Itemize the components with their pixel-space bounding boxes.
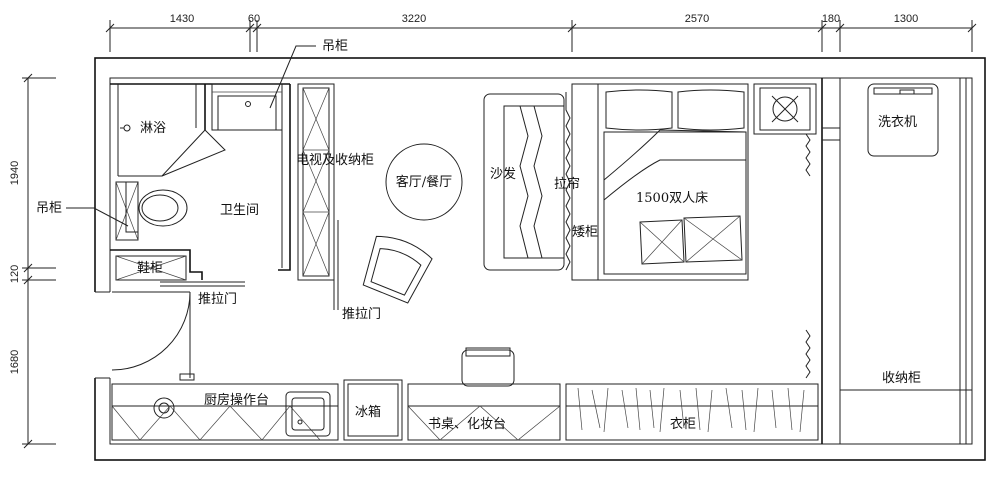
label-curtain: 拉帘 — [554, 176, 580, 192]
dim-top-1: 1430 — [170, 13, 194, 25]
dim-left-1: 1940 — [9, 161, 21, 185]
label-sliding-door-bath: 推拉门 — [198, 292, 237, 307]
label-wall-cabinet-left: 吊柜 — [36, 201, 62, 216]
dim-top-2: 60 — [248, 13, 260, 25]
dim-top-6: 1300 — [894, 13, 918, 25]
bedside-cabinet — [753, 83, 817, 135]
label-low-cabinet: 矮柜 — [572, 225, 598, 240]
label-sliding-door-living: 推拉门 — [342, 307, 381, 322]
label-washing-machine: 洗衣机 — [878, 114, 917, 130]
bathroom — [110, 83, 291, 287]
dim-left-2: 120 — [9, 265, 21, 283]
fridge — [343, 379, 403, 441]
wardrobe — [565, 383, 819, 441]
desk — [407, 347, 561, 441]
label-storage-cabinet: 收纳柜 — [882, 371, 921, 386]
tv-cabinet — [297, 83, 339, 310]
left-dimension-line — [22, 73, 56, 449]
label-kitchen-counter: 厨房操作台 — [204, 392, 269, 408]
label-living-dining: 客厅/餐厅 — [396, 174, 452, 190]
dim-top-5: 180 — [822, 13, 840, 25]
washing-machine — [867, 83, 939, 157]
entry-door — [111, 291, 195, 381]
leader-line-left — [66, 207, 129, 227]
label-shower: 淋浴 — [140, 121, 166, 136]
label-bathroom: 卫生间 — [220, 203, 259, 218]
curtain-top — [805, 133, 811, 177]
label-shoe-cabinet: 鞋柜 — [137, 260, 163, 276]
label-tv-cabinet: 电视及收纳柜 — [296, 153, 374, 168]
dim-left-3: 1680 — [9, 350, 21, 374]
armchair — [362, 235, 433, 304]
kitchen-counter — [111, 383, 339, 441]
dining-table — [385, 143, 463, 221]
label-bed: 1500双人床 — [636, 191, 708, 206]
dim-top-4: 2570 — [685, 13, 709, 25]
label-wall-cabinet-top: 吊柜 — [322, 39, 348, 54]
label-fridge: 冰箱 — [355, 404, 381, 420]
dim-top-3: 3220 — [402, 13, 426, 25]
label-desk: 书桌、化妆台 — [428, 417, 506, 432]
outer-walls — [92, 57, 986, 461]
curtain-bottom — [805, 329, 811, 379]
bed — [571, 83, 749, 281]
label-wardrobe: 衣柜 — [670, 416, 696, 432]
leader-line-top — [269, 45, 316, 109]
top-dimension-line — [105, 20, 977, 52]
sofa — [483, 92, 571, 271]
label-sofa: 沙发 — [490, 166, 516, 182]
